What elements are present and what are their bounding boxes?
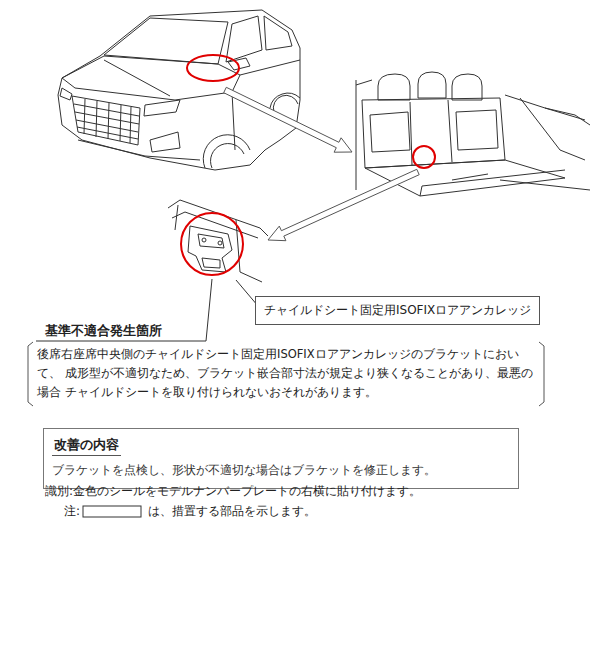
car-headlights [60, 88, 180, 152]
highlight-circle [413, 146, 435, 168]
note-sample-box [83, 506, 141, 517]
nonconformity-panel: 基準不適合発生箇所後席右座席中央側のチャイルドシート固定用ISOFIXロアアンカ… [25, 322, 547, 406]
part-label-box: チャイルドシート固定用ISOFIXロアアンカレッジ [255, 296, 540, 325]
remedy-box: 改善の内容ブラケットを点検し、形状が不適切な場合はブラケットを修正します。 [43, 428, 519, 489]
identification-note: 識別:金色のシールをモデルナンバープレートの右横に貼り付けます。 [45, 483, 421, 500]
bracket-drawing [168, 200, 268, 282]
section-heading: 基準不適合発生箇所 [45, 322, 547, 340]
seat-headrests [378, 72, 482, 100]
bracket-hole [218, 241, 222, 245]
note-text: は、措置する部品を示します。 [148, 503, 316, 520]
seat-back [362, 98, 505, 168]
bracket-hole [202, 238, 206, 242]
isofix-bracket [188, 226, 232, 272]
seat-cushion [365, 160, 565, 196]
car-body [58, 10, 300, 170]
bracket-mark [539, 342, 544, 406]
car-side-windows [226, 16, 292, 62]
car-hood [62, 56, 240, 100]
part-name: チャイルドシート固定用ISOFIXロアアンカレッジ [264, 302, 531, 319]
section-body: ブラケットを点検し、形状が不適切な場合はブラケットを修正します。 [52, 462, 510, 479]
bracket-mark [28, 342, 33, 406]
seat-frame [168, 200, 268, 282]
section-heading: 改善の内容 [52, 436, 121, 456]
rear-seat-drawing [356, 72, 590, 196]
note-text: 注: [64, 503, 80, 520]
pointer-arrow [224, 87, 352, 152]
cabin-interior [356, 80, 590, 190]
pointer-arrow [268, 169, 419, 240]
highlight-circle [181, 213, 243, 275]
car-drawing [58, 10, 300, 170]
highlight-circle [187, 55, 239, 81]
section-body: 後席右座席中央側のチャイルドシート固定用ISOFIXロアアンカレッジのブラケット… [25, 342, 547, 406]
car-grille [72, 96, 140, 145]
